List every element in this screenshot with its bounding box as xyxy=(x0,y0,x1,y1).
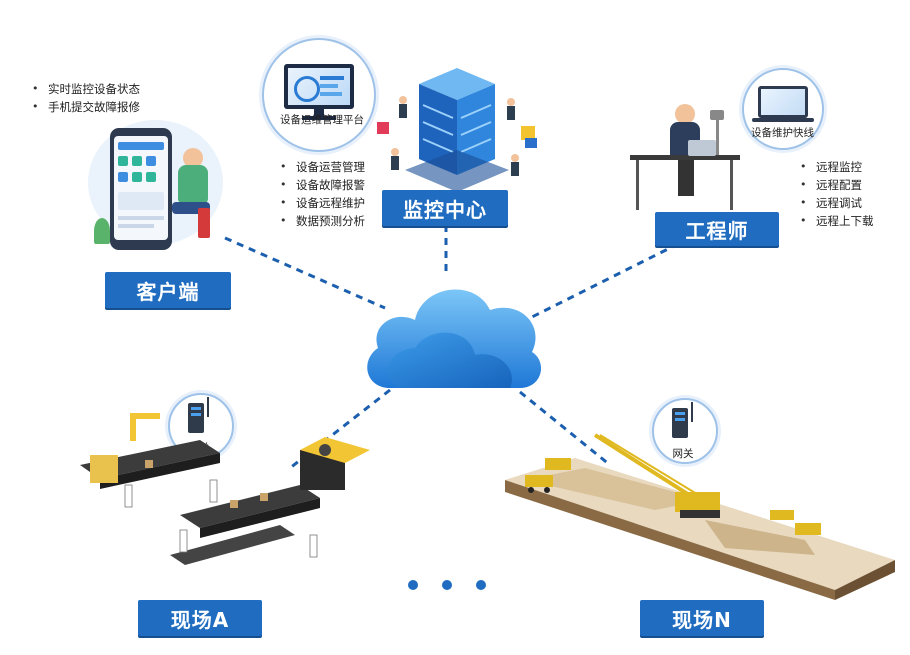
engineer-feature-item: 远程配置 xyxy=(798,176,874,194)
factory-illustration xyxy=(80,413,370,565)
person-icon xyxy=(183,148,203,168)
monitor-feature-item: 设备运营管理 xyxy=(278,158,365,176)
device-circle xyxy=(742,68,824,150)
client-feature-item: 实时监控设备状态 xyxy=(30,80,140,98)
laptop-icon xyxy=(758,86,808,118)
server-illustration xyxy=(375,60,540,195)
crane-icon xyxy=(593,433,720,518)
monitor-feature-item: 设备远程维护 xyxy=(278,194,365,212)
client-illustration xyxy=(88,120,228,260)
client-feature-item: 手机提交故障报修 xyxy=(30,98,140,116)
engineer-feature-item: 远程监控 xyxy=(798,158,874,176)
lamp-icon xyxy=(710,110,724,120)
conveyor-icon xyxy=(80,440,320,565)
line-engineer xyxy=(529,236,691,320)
ellipsis-dot xyxy=(476,580,486,590)
site-n-label: 现场N xyxy=(640,600,764,636)
engineer-feature-list: 远程监控 远程配置 远程调试 远程上下载 xyxy=(798,158,874,230)
ellipsis-dot xyxy=(408,580,418,590)
engineer-illustration xyxy=(630,100,740,210)
gateway-icon xyxy=(188,403,204,433)
phone-icon xyxy=(110,128,172,250)
device-caption: 设备维护快线 xyxy=(751,127,814,139)
line-client xyxy=(224,236,386,310)
truck-icon xyxy=(525,458,821,535)
gateway-circle-n xyxy=(652,398,718,464)
monitor-screen-icon xyxy=(284,64,354,109)
client-feature-list: 实时监控设备状态 手机提交故障报修 xyxy=(30,80,140,116)
engineer-label: 工程师 xyxy=(655,212,779,246)
line-site-n xyxy=(519,390,611,467)
platform-circle xyxy=(262,38,376,152)
monitor-feature-item: 设备故障报警 xyxy=(278,176,365,194)
monitor-feature-item: 数据预测分析 xyxy=(278,212,365,230)
platform-caption: 设备运维管理平台 xyxy=(280,114,364,126)
cloud-icon xyxy=(367,289,542,388)
ellipsis-dot xyxy=(442,580,452,590)
site-a-label: 现场A xyxy=(138,600,262,636)
monitor-center-label: 监控中心 xyxy=(382,190,508,226)
mining-illustration xyxy=(505,433,895,600)
server-stack-icon xyxy=(377,68,537,192)
engineer-icon xyxy=(675,104,695,124)
monitor-feature-list: 设备运营管理 设备故障报警 设备远程维护 数据预测分析 xyxy=(278,158,365,230)
engineer-feature-item: 远程调试 xyxy=(798,194,874,212)
plant-icon xyxy=(94,218,110,244)
gateway-icon xyxy=(672,408,688,438)
gateway-caption-n: 网关 xyxy=(672,448,694,460)
engineer-feature-item: 远程上下载 xyxy=(798,212,874,230)
client-label: 客户端 xyxy=(105,272,231,308)
